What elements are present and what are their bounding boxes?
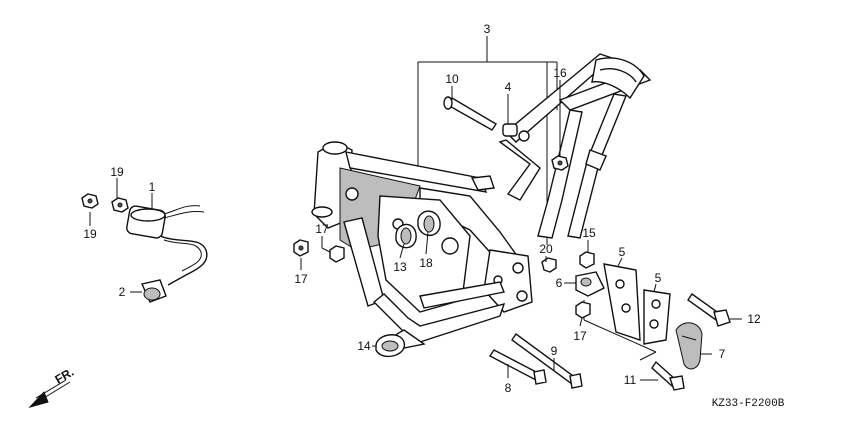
- drawing-code: KZ33-F2200B: [712, 398, 785, 410]
- label-part-10: 10: [445, 72, 459, 86]
- ignition-coil: [126, 205, 208, 286]
- bolt-9: [511, 333, 583, 389]
- clamp-18: [417, 210, 441, 236]
- label-part-5a: 5: [619, 245, 626, 259]
- engine-hanger-5a: [603, 263, 641, 341]
- label-part-15: 15: [582, 226, 596, 240]
- collar-4: [502, 123, 518, 137]
- label-part-1: 1: [149, 180, 156, 194]
- label-part-14: 14: [357, 339, 371, 353]
- label-part-17a: 17: [315, 222, 329, 236]
- front-label: FR.: [53, 365, 77, 387]
- label-part-20: 20: [539, 242, 553, 256]
- label-part-7: 7: [719, 347, 726, 361]
- nut-16: [551, 155, 569, 171]
- label-part-17b: 17: [294, 272, 308, 286]
- label-part-12: 12: [747, 312, 761, 326]
- nut-19-left: [81, 193, 99, 209]
- nut-20: [541, 257, 557, 273]
- nut-17-right: [575, 301, 591, 319]
- nut-17-frame: [329, 245, 345, 263]
- bolt-8: [488, 349, 547, 385]
- part-labels: 1 2 3 4 5 5 6 7 8 9 10 11 12 13 14 15 16…: [83, 22, 761, 395]
- front-direction-arrow: FR.: [28, 365, 77, 408]
- bolt-11: [651, 360, 685, 391]
- nut-17-left: [293, 239, 309, 257]
- nut-15: [579, 251, 595, 269]
- label-part-2: 2: [119, 285, 126, 299]
- label-part-18: 18: [419, 256, 433, 270]
- label-part-3: 3: [484, 22, 491, 36]
- label-part-6: 6: [556, 276, 563, 290]
- rubber-mount-6: [575, 271, 605, 297]
- engine-hanger-5b: [643, 289, 671, 345]
- main-frame: [311, 141, 533, 351]
- label-part-8: 8: [505, 381, 512, 395]
- label-part-19b: 19: [83, 227, 97, 241]
- chain-guard-7: [675, 322, 703, 370]
- bolt-10: [443, 96, 497, 131]
- label-part-16: 16: [553, 66, 567, 80]
- sub-frame: [498, 53, 652, 239]
- spark-plug-cap: [141, 279, 167, 303]
- bolt-12: [687, 293, 731, 327]
- clamp-14: [375, 334, 405, 358]
- label-part-5b: 5: [655, 271, 662, 285]
- label-part-19a: 19: [110, 165, 124, 179]
- clamp-13: [395, 223, 417, 249]
- label-part-13: 13: [393, 260, 407, 274]
- label-part-11: 11: [624, 373, 637, 387]
- label-part-4: 4: [505, 80, 512, 94]
- label-part-9: 9: [551, 344, 558, 358]
- leader-lines: [89, 80, 742, 381]
- nut-19-right: [111, 197, 129, 213]
- label-part-17c: 17: [573, 329, 587, 343]
